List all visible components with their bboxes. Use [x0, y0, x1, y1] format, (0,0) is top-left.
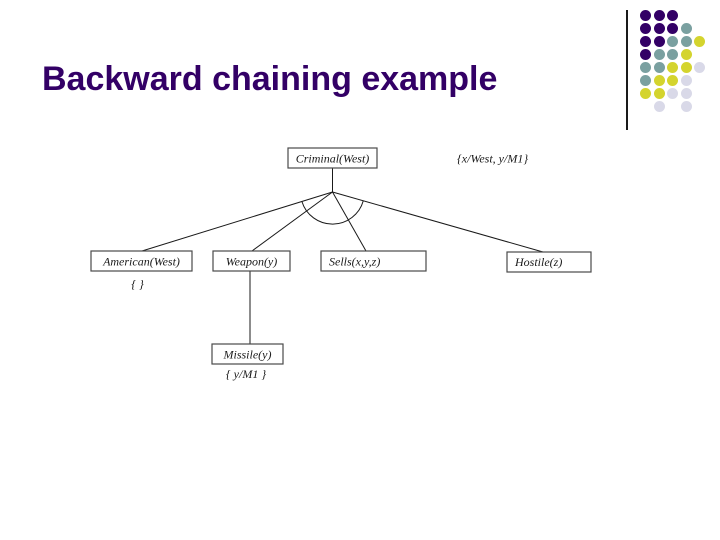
decorative-dot-teal [653, 62, 665, 74]
decorative-dot-purple [667, 10, 679, 21]
and-arc [301, 200, 364, 225]
node-box-criminal [287, 147, 378, 169]
node-box-sells [320, 250, 427, 272]
branch-line-hostile [332, 191, 544, 253]
decorative-dot-lavender [680, 75, 692, 87]
node-box-weapon [212, 250, 291, 272]
decorative-dot-yellow [640, 88, 651, 100]
branch-line-sells [332, 191, 367, 252]
decorative-dot-yellow [653, 75, 665, 87]
decorative-dot-purple [653, 36, 665, 48]
node-label-sells: Sells(x,y,z) [329, 255, 380, 269]
decorative-dot-purple [667, 23, 679, 35]
decorative-dot-teal [640, 62, 651, 74]
decorative-dot-yellow [680, 62, 692, 74]
decorative-dot-purple [653, 23, 665, 35]
decorative-dot-purple [640, 36, 651, 48]
node-label-american: American(West) [102, 255, 180, 269]
decorative-dot-yellow [667, 62, 679, 74]
slide-title: Backward chaining example [42, 60, 498, 98]
decorative-dot-lavender [680, 88, 692, 100]
node-box-missile [211, 343, 284, 365]
decorative-dot-yellow [694, 36, 706, 48]
node-label-hostile: Hostile(z) [514, 255, 562, 269]
decorative-dot-lavender [694, 62, 706, 74]
decorative-dot-purple [640, 49, 651, 61]
decorative-dot-yellow [680, 49, 692, 61]
decorative-dot-teal [640, 75, 651, 87]
decorative-dot-yellow [667, 75, 679, 87]
decorative-dot-lavender [680, 101, 692, 113]
decorative-dot-lavender [667, 88, 679, 100]
decorative-dot-teal [680, 36, 692, 48]
branch-line-weapon [251, 191, 333, 252]
decorative-dot-teal [653, 49, 665, 61]
decorative-vertical-line [626, 10, 628, 130]
decorative-dot-purple [640, 10, 651, 21]
decorative-dot-lavender [653, 101, 665, 113]
node-label-weapon: Weapon(y) [226, 255, 278, 269]
missile-substitution-label: { y/M1 } [226, 367, 266, 381]
decorative-dot-grid [640, 10, 720, 130]
node-label-criminal: Criminal(West) [296, 152, 370, 166]
decorative-dot-teal [680, 23, 692, 35]
decorative-dot-teal [667, 49, 679, 61]
node-label-missile: Missile(y) [223, 348, 272, 362]
decorative-dot-purple [653, 10, 665, 21]
root-substitution-label: {x/West, y/M1} [457, 152, 528, 166]
branch-line-american [141, 191, 333, 252]
american-substitution-label: { } [131, 277, 144, 291]
decorative-dot-teal [667, 36, 679, 48]
decorative-dot-yellow [653, 88, 665, 100]
decorative-dot-purple [640, 23, 651, 35]
node-box-american [90, 250, 193, 272]
node-box-hostile [506, 251, 592, 273]
